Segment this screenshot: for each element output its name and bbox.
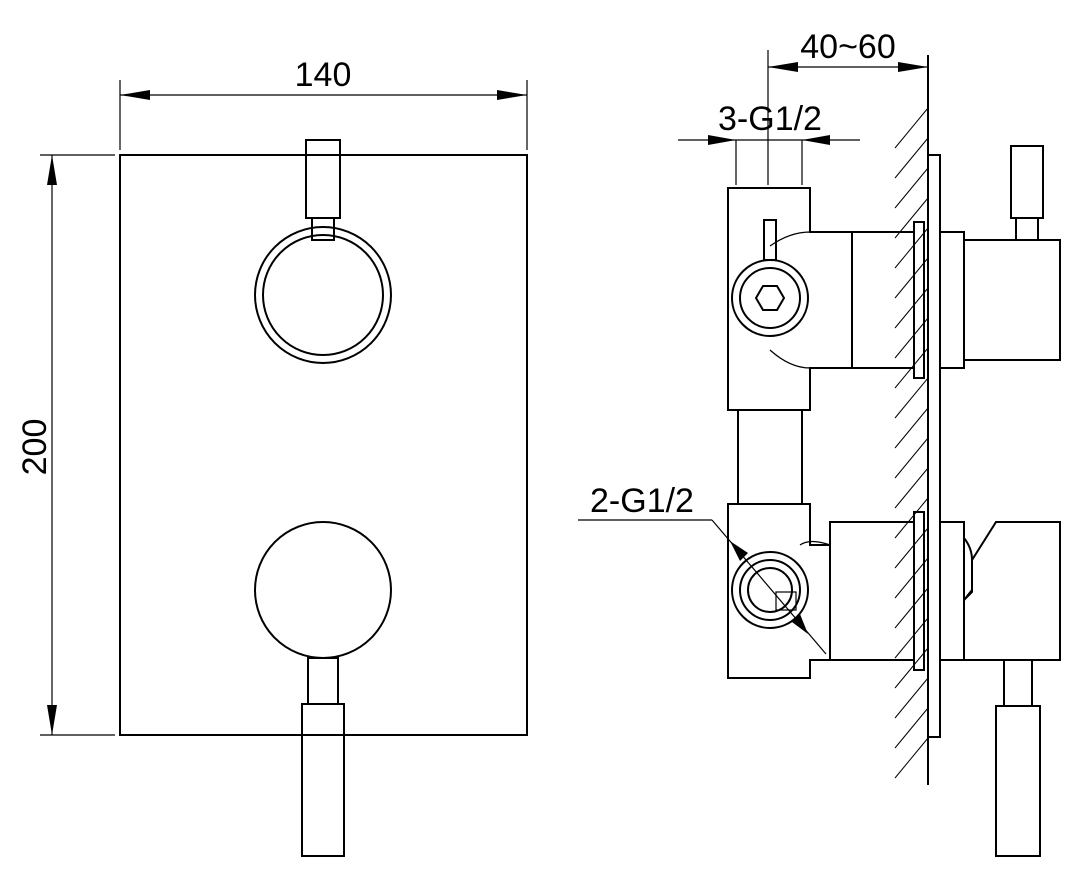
top-handle <box>254 139 392 364</box>
width-label: 140 <box>295 56 352 94</box>
upper-port-label: 3-G1/2 <box>718 100 822 138</box>
height-label: 200 <box>16 419 54 476</box>
bottom-lever <box>254 521 392 857</box>
depth-dimension: 40~60 <box>767 28 928 185</box>
lower-port-label: 2-G1/2 <box>590 482 694 520</box>
upper-port-dimension: 3-G1/2 <box>678 100 860 185</box>
cover-plate-side <box>927 154 941 738</box>
wall-hatching <box>894 55 929 785</box>
upper-cartridge <box>851 145 1061 379</box>
upper-port <box>731 219 809 337</box>
lower-port-leader: 2-G1/2 <box>578 482 827 655</box>
width-dimension: 140 <box>119 56 528 150</box>
front-view: 140 200 <box>16 56 528 857</box>
lower-port <box>731 551 809 629</box>
cover-plate <box>119 154 528 736</box>
side-view: 40~60 3-G1/2 2-G1/2 <box>578 28 1061 857</box>
depth-label: 40~60 <box>800 28 896 66</box>
lower-cartridge <box>829 511 1061 857</box>
height-dimension: 200 <box>16 154 115 736</box>
valve-body <box>727 187 853 679</box>
